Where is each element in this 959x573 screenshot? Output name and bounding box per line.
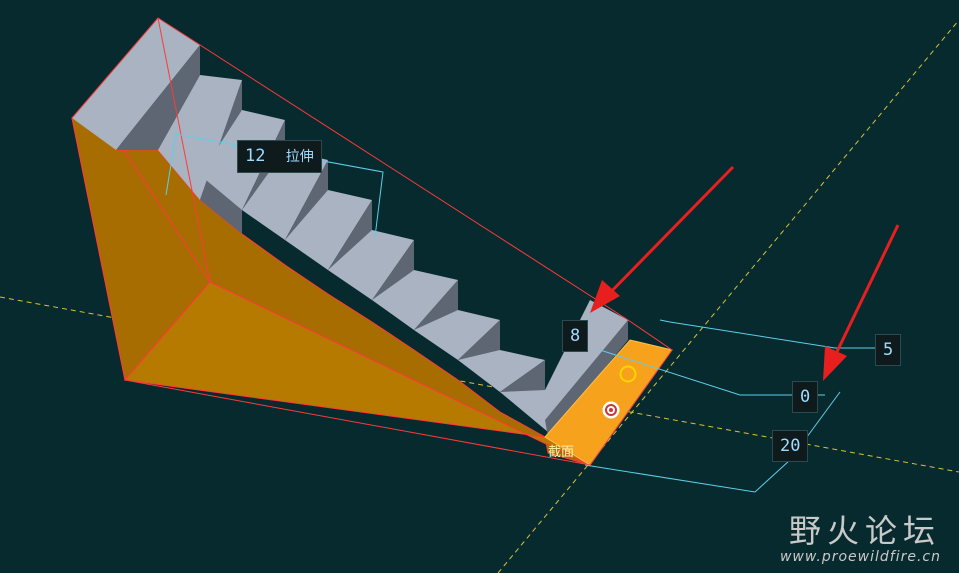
dimension-step-value[interactable]: 8	[562, 320, 589, 352]
watermark: 野火论坛 www.proewildfire.cn	[780, 513, 941, 565]
drag-handle-icon[interactable]	[619, 365, 637, 383]
dimension-right-mid[interactable]: 0	[792, 381, 819, 413]
red-arrow-icon	[590, 165, 900, 381]
right-mid-value: 0	[800, 387, 811, 407]
center-target-icon[interactable]	[602, 401, 620, 419]
extrude-depth-value: 12	[245, 146, 266, 166]
extrude-label: 拉伸	[285, 149, 314, 165]
right-bottom-value: 20	[780, 436, 801, 456]
dimension-right-bottom[interactable]: 20	[772, 430, 809, 462]
step-value-text: 8	[570, 326, 581, 346]
section-tag: 截面	[548, 445, 575, 460]
right-top-value: 5	[883, 340, 894, 360]
extrude-edge	[157, 17, 211, 283]
datum-axis-diagonal	[497, 19, 959, 573]
dimension-right-top[interactable]: 5	[875, 334, 902, 366]
dimension-extrude-depth[interactable]: 12 拉伸	[237, 140, 322, 173]
watermark-url: www.proewildfire.cn	[779, 549, 941, 565]
watermark-title: 野火论坛	[788, 512, 941, 550]
